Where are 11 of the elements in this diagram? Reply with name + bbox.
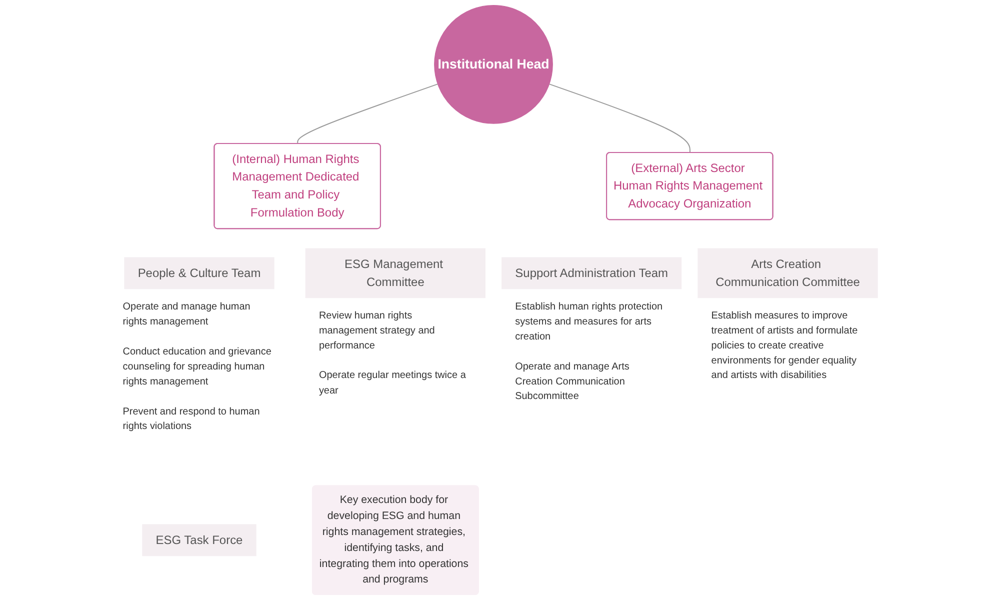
node-label: Prevent and respond to human rights violations: [122, 405, 260, 432]
node-label: Operate and manage Arts Creation Communication Subcommittee: [515, 360, 630, 402]
node-label: Establish human rights protection systems and measures for arts creation: [515, 300, 663, 342]
node-circle: Institutional Head: [434, 4, 553, 124]
node-label: Review human rights management strategy and performance: [318, 310, 435, 351]
node-label: Operate and manage human rights management: [122, 300, 250, 328]
connector: [297, 84, 438, 144]
node-label: Operate regular meetings twice a year: [318, 370, 466, 396]
node-label: Conduct education and grievance counseling for spreading human rights management: [122, 346, 272, 387]
connector: [548, 84, 690, 154]
node-label: Establish measures to improve treatment of artists and formulate policies to create creative environments for gender equality and artists with disabilities: [711, 310, 858, 381]
